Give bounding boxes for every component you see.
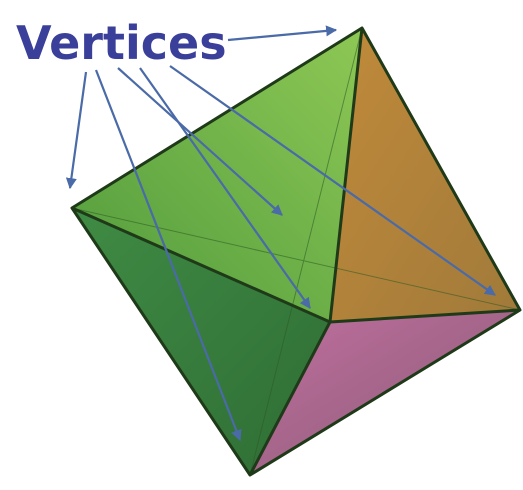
- arrow-to-left-vertex: [70, 72, 86, 188]
- vertices-label: Vertices: [16, 16, 227, 70]
- arrow-to-top-vertex: [228, 30, 336, 40]
